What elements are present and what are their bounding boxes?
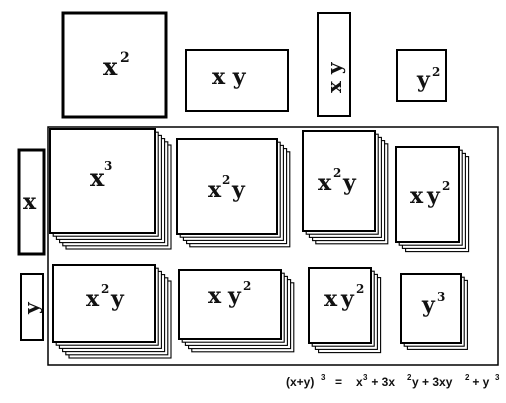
formula-term4-exp: 3	[495, 373, 500, 382]
svg-text:x: x	[318, 170, 332, 196]
svg-text:3: 3	[104, 159, 112, 173]
svg-text:2: 2	[101, 282, 109, 296]
block-x-cubed-label: x 3	[90, 159, 112, 192]
svg-text:y: y	[421, 292, 436, 318]
block-xy2-bottom-a-label: x y 2	[208, 279, 251, 309]
svg-text:y: y	[342, 170, 357, 196]
svg-text:y: y	[110, 286, 125, 312]
block-xy2-bottom-b	[308, 267, 382, 354]
block-x2y-bottom	[52, 264, 172, 359]
formula-lhs-exp: 3	[321, 373, 326, 382]
svg-text:x: x	[324, 286, 338, 312]
tile-y-squared-exp: 2	[432, 65, 440, 79]
block-x-cubed-face	[49, 128, 156, 234]
tile-xy-vertical-label: x y	[322, 61, 346, 93]
block-x2y-top-label: x 2 y	[208, 173, 246, 203]
block-xy2-bottom-b-face	[308, 267, 372, 344]
block-xy2-bottom-a	[178, 269, 295, 353]
formula-term3-exp: 2	[465, 373, 470, 382]
svg-text:2: 2	[243, 279, 251, 293]
block-x2y-bottom-label: x 2 y	[86, 282, 125, 312]
svg-text:x: x	[208, 283, 222, 309]
tile-y-squared-base: y	[416, 67, 431, 93]
svg-text:2: 2	[222, 173, 230, 187]
strip-x: x	[17, 148, 46, 256]
tile-x-squared-base: x	[103, 52, 118, 81]
block-y-cubed	[400, 273, 468, 350]
block-y-cubed-face	[400, 273, 462, 344]
strip-y: y	[19, 273, 44, 341]
block-x2y-top-face	[176, 138, 278, 235]
cube-blocks	[49, 128, 470, 359]
tile-xy: x y	[185, 49, 289, 112]
svg-text:x: x	[208, 177, 222, 203]
block-x2y-mid-label: x 2 y	[318, 166, 357, 196]
formula-term1: x	[356, 375, 363, 389]
formula-term4: + y	[469, 375, 490, 389]
block-x2y-mid	[302, 130, 389, 245]
strip-x-label: x	[23, 189, 37, 215]
block-x2y-bottom-face	[52, 264, 156, 343]
formula-term2: + 3x	[368, 375, 395, 389]
block-xy2-bottom-b-label: x y 2	[324, 282, 364, 312]
tile-xy-label: x y	[212, 64, 247, 90]
cube-frame	[47, 126, 499, 366]
block-xy2-bottom-a-face	[178, 269, 282, 340]
tile-xy-vertical: x y	[317, 12, 351, 117]
formula-term2-exp: 2	[407, 373, 412, 382]
svg-text:y: y	[340, 286, 355, 312]
formula-term3: y + 3xy	[412, 375, 453, 389]
svg-text:x: x	[86, 286, 100, 312]
tile-x-squared: x 2	[61, 11, 168, 119]
svg-text:2: 2	[442, 179, 450, 193]
formula-lhs: (x+y)	[286, 375, 314, 389]
svg-text:2: 2	[356, 282, 364, 296]
svg-text:x: x	[410, 183, 424, 209]
svg-text:y: y	[227, 283, 242, 309]
formula-term1-exp: 3	[363, 373, 368, 382]
block-x-cubed	[49, 128, 172, 250]
block-y-cubed-label: y 3	[421, 290, 445, 318]
block-xy2-top-label: x y 2	[410, 179, 450, 209]
expansion-formula: (x+y) 3 = x 3 + 3x 2 y + 3xy 2 + y 3	[286, 373, 500, 389]
block-x2y-mid-face	[302, 130, 376, 232]
svg-text:2: 2	[333, 166, 341, 180]
svg-text:y: y	[426, 183, 441, 209]
block-xy2-top	[395, 146, 470, 253]
block-xy2-top-face	[395, 146, 460, 243]
tile-x-squared-exp: 2	[120, 50, 130, 66]
block-x2y-top	[176, 138, 291, 248]
formula-equals: =	[335, 375, 342, 389]
svg-text:x: x	[90, 163, 105, 192]
svg-text:y: y	[231, 177, 246, 203]
strip-y-label: y	[19, 301, 43, 315]
tile-y-squared: y 2	[396, 49, 447, 102]
svg-text:3: 3	[437, 290, 445, 304]
